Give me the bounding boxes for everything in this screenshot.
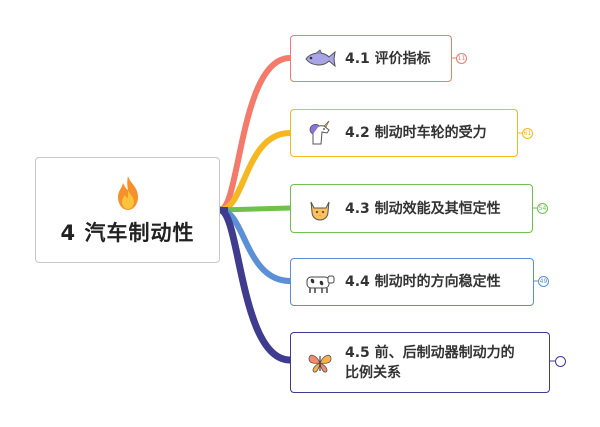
fire-icon [117,176,138,210]
collapse-badge[interactable]: 49 [538,276,549,287]
topic-label-line-1: 4.5 前、后制动器制动力的 [345,344,515,361]
unicorn-icon [309,120,330,145]
topic-4-4[interactable]: 4.4 制动时的方向稳定性 [290,258,534,306]
topic-4-3[interactable]: 4.3 制动效能及其恒定性 [290,184,533,233]
root-topic[interactable]: 4 汽车制动性 [35,157,220,263]
collapse-badge[interactable]: 11 [456,53,467,64]
topic-4-5[interactable]: 4.5 前、后制动器制动力的 比例关系 [290,332,550,393]
branch-line-2 [217,130,293,213]
collapse-badge[interactable]: 54 [537,203,548,214]
cat-icon [310,201,330,221]
topic-label: 4.2 制动时车轮的受力 [345,125,487,141]
topic-label: 4.4 制动时的方向稳定性 [345,274,501,290]
collapse-badge[interactable] [555,356,566,367]
topic-label: 4.1 评价指标 [345,50,431,67]
branch-line-5 [216,206,294,364]
topic-label: 4.5 前、后制动器制动力的 比例关系 [345,343,515,383]
collapse-badge[interactable]: 61 [522,128,533,139]
topic-4-2[interactable]: 4.2 制动时车轮的受力 [290,109,518,157]
root-title: 4 汽车制动性 [60,221,195,245]
fish-icon [305,48,336,67]
branch-line-1 [217,55,293,213]
branch-line-3 [217,205,293,213]
topic-4-1[interactable]: 4.1 评价指标 [290,35,452,82]
topic-label: 4.3 制动效能及其恒定性 [345,200,501,217]
butterfly-icon [308,354,332,373]
topic-label-line-2: 比例关系 [345,364,401,381]
cow-icon [306,275,335,293]
